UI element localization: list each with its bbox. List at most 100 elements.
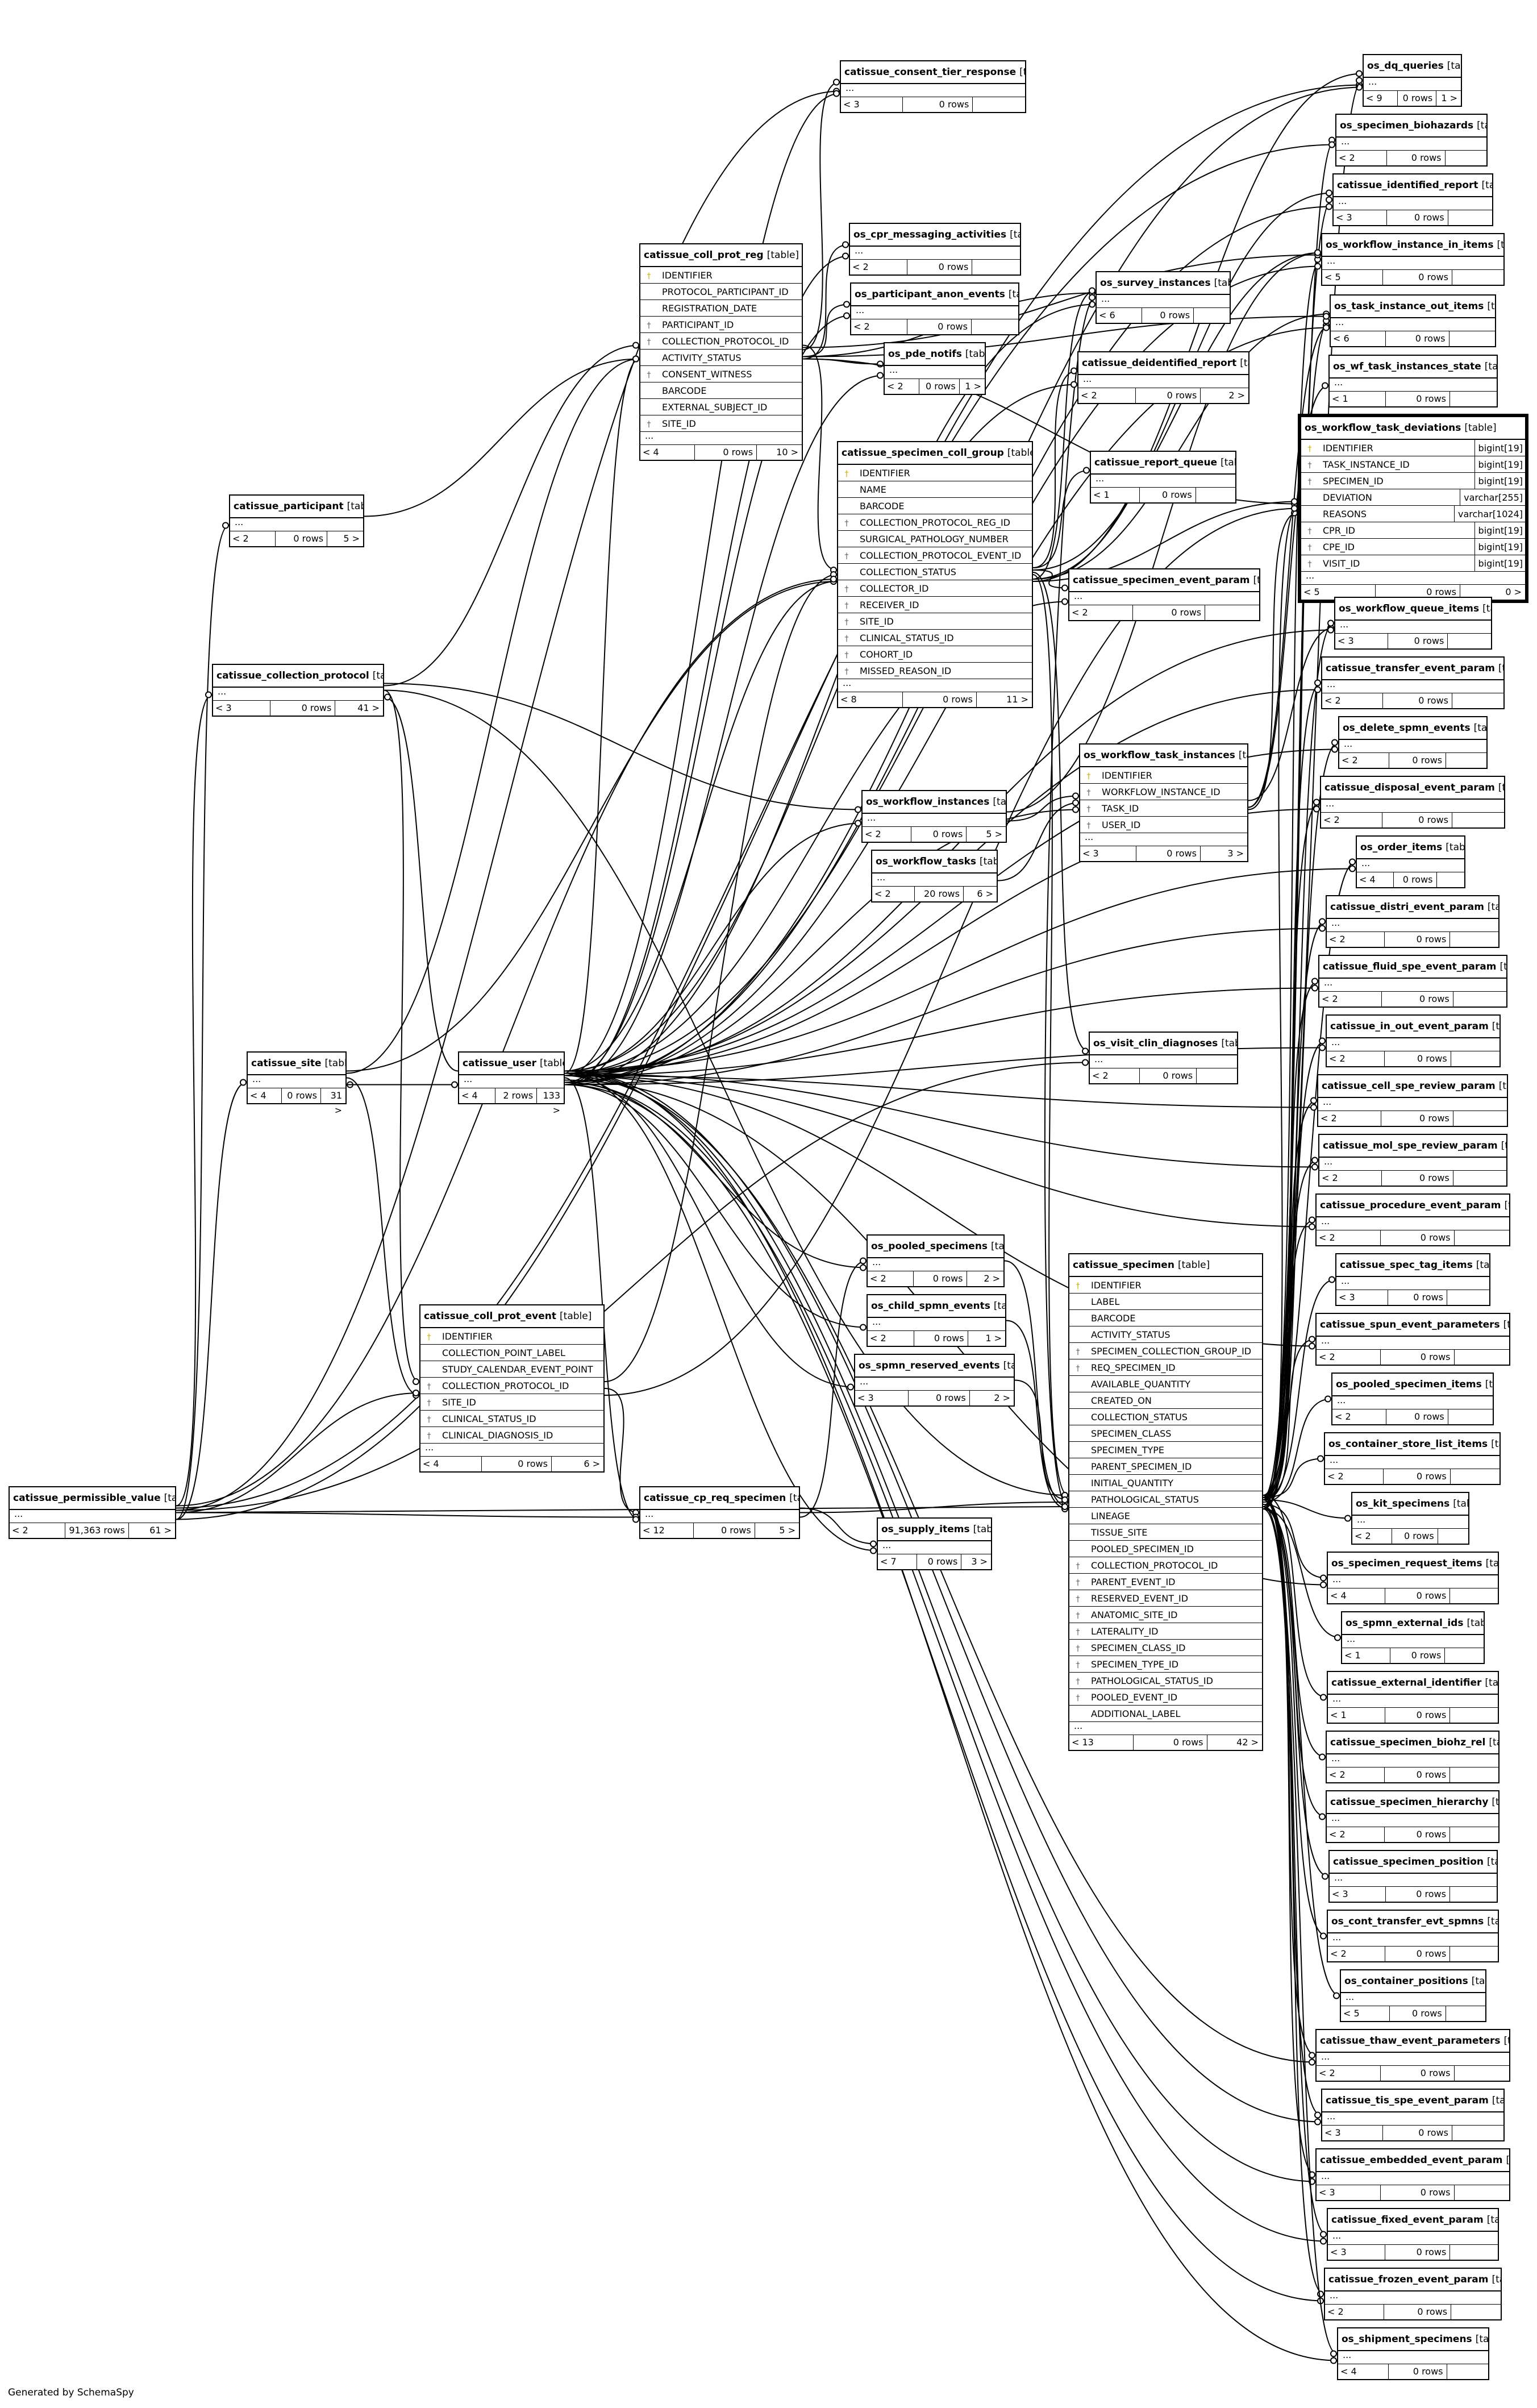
column-row[interactable]: †COLLECTOR_ID	[838, 580, 1032, 597]
table-os-workflow-instances[interactable]: os_workflow_instances[table]...< 20 rows…	[861, 790, 1007, 843]
table-name[interactable]: catissue_specimen_coll_group	[842, 447, 1004, 459]
table-name[interactable]: os_child_spmn_events	[871, 1300, 990, 1312]
children-count[interactable]: 1 >	[965, 381, 981, 392]
table-header[interactable]: catissue_specimen_biohz_rel[table]	[1327, 1732, 1498, 1754]
parents-count[interactable]: < 3	[1336, 1290, 1389, 1305]
table-header[interactable]: catissue_participant[table]	[230, 496, 363, 518]
table-name[interactable]: catissue_site	[251, 1058, 322, 1069]
children-count[interactable]	[1450, 1708, 1498, 1723]
table-name[interactable]: catissue_coll_prot_event	[424, 1311, 557, 1322]
column-row[interactable]: †POOLED_EVENT_ID	[1069, 1689, 1262, 1706]
table-header[interactable]: os_supply_items[table]	[878, 1519, 991, 1541]
table-name[interactable]: os_wf_task_instances_state	[1333, 361, 1481, 372]
table-name[interactable]: catissue_thaw_event_parameters	[1320, 2035, 1501, 2047]
table-catissue-mol-spe-review-param[interactable]: catissue_mol_spe_review_param[table]...<…	[1318, 1134, 1507, 1187]
column-row[interactable]: †COLLECTION_PROTOCOL_ID	[420, 1378, 603, 1394]
column-row[interactable]: †REQ_SPECIMEN_ID	[1069, 1359, 1262, 1376]
table-name[interactable]: os_specimen_request_items	[1331, 1558, 1482, 1569]
parents-count[interactable]: < 3	[1334, 210, 1388, 225]
table-header[interactable]: os_spmn_external_ids[table]	[1342, 1612, 1484, 1635]
column-row[interactable]: †COLLECTION_PROTOCOL_REG_ID	[838, 514, 1032, 531]
table-header[interactable]: catissue_in_out_event_param[table]	[1327, 1016, 1499, 1038]
table-os-survey-instances[interactable]: os_survey_instances[table]...< 60 rows	[1096, 271, 1231, 324]
children-count[interactable]	[972, 260, 1020, 275]
parents-count[interactable]: < 3	[841, 97, 903, 112]
column-row[interactable]: †IDENTIFIER	[1080, 767, 1247, 784]
column-row[interactable]: AVAILABLE_QUANTITY	[1069, 1376, 1262, 1392]
table-header[interactable]: catissue_specimen_hierarchy[table]	[1327, 1791, 1498, 1814]
table-name[interactable]: catissue_embedded_event_param	[1320, 2155, 1503, 2166]
table-os-kit-specimens[interactable]: os_kit_specimens[table]...< 20 rows	[1351, 1492, 1469, 1545]
table-header[interactable]: catissue_fluid_spe_event_param[table]	[1319, 956, 1506, 979]
column-row[interactable]: BARCODE	[640, 382, 802, 399]
table-os-workflow-task-deviations[interactable]: os_workflow_task_deviations[table]†IDENT…	[1298, 414, 1528, 603]
table-name[interactable]: catissue_mol_spe_review_param	[1323, 1140, 1498, 1151]
column-row[interactable]: †RESERVED_EVENT_ID	[1069, 1590, 1262, 1607]
table-os-cont-transfer-evt-spmns[interactable]: os_cont_transfer_evt_spmns[table]...< 20…	[1327, 1910, 1499, 1962]
children-count[interactable]: 2 >	[994, 1392, 1010, 1403]
table-header[interactable]: os_workflow_task_deviations[table]	[1301, 417, 1525, 440]
table-header[interactable]: catissue_deidentified_report[table]	[1078, 352, 1248, 375]
table-header[interactable]: catissue_mol_spe_review_param[table]	[1319, 1135, 1506, 1158]
table-catissue-specimen-event-param[interactable]: catissue_specimen_event_param[table]...<…	[1068, 568, 1260, 621]
table-name[interactable]: catissue_transfer_event_param	[1326, 663, 1495, 674]
table-name[interactable]: os_supply_items	[881, 1524, 970, 1535]
table-catissue-participant[interactable]: catissue_participant[table]...< 20 rows5…	[229, 494, 364, 547]
column-row[interactable]: †CLINICAL_STATUS_ID	[420, 1411, 603, 1427]
table-catissue-frozen-event-param[interactable]: catissue_frozen_event_param[table]...< 2…	[1324, 2268, 1502, 2320]
children-count[interactable]	[1448, 634, 1491, 648]
table-name[interactable]: os_cont_transfer_evt_spmns	[1331, 1916, 1484, 1927]
children-count[interactable]: 133 >	[543, 1090, 560, 1116]
children-count[interactable]	[1450, 932, 1498, 947]
table-header[interactable]: catissue_procedure_event_param[table]	[1317, 1195, 1509, 1217]
parents-count[interactable]: < 7	[878, 1554, 917, 1569]
table-catissue-embedded-event-param[interactable]: catissue_embedded_event_param[table]...<…	[1315, 2148, 1510, 2201]
table-header[interactable]: catissue_specimen_position[table]	[1330, 1851, 1497, 1874]
table-catissue-report-queue[interactable]: catissue_report_queue[table]...< 10 rows	[1090, 451, 1236, 504]
table-name[interactable]: catissue_cp_req_specimen	[644, 1492, 786, 1504]
table-header[interactable]: os_pooled_specimens[table]	[868, 1236, 1003, 1258]
table-name[interactable]: catissue_spec_tag_items	[1340, 1259, 1473, 1271]
table-name[interactable]: os_shipment_specimens	[1342, 2334, 1472, 2345]
table-header[interactable]: os_delete_spmn_events[table]	[1339, 717, 1486, 740]
table-catissue-distri-event-param[interactable]: catissue_distri_event_param[table]...< 2…	[1326, 895, 1499, 948]
children-count[interactable]: 3 >	[971, 1556, 988, 1567]
table-header[interactable]: os_cpr_messaging_activities[table]	[850, 224, 1020, 247]
table-name[interactable]: os_spmn_reserved_events	[859, 1360, 1000, 1371]
column-row[interactable]: PATHOLOGICAL_STATUS	[1069, 1491, 1262, 1508]
table-name[interactable]: os_specimen_biohazards	[1340, 120, 1474, 131]
table-header[interactable]: os_specimen_biohazards[table]	[1336, 115, 1486, 138]
table-os-spmn-external-ids[interactable]: os_spmn_external_ids[table]...< 10 rows	[1341, 1611, 1485, 1664]
column-row[interactable]: †SITE_ID	[420, 1394, 603, 1411]
table-name[interactable]: os_workflow_instance_in_items	[1326, 239, 1494, 251]
parents-count[interactable]: < 3	[855, 1391, 909, 1405]
column-row[interactable]: †LATERALITY_ID	[1069, 1623, 1262, 1640]
parents-count[interactable]: < 4	[640, 445, 695, 460]
parents-count[interactable]: < 1	[1328, 1708, 1385, 1723]
table-name[interactable]: catissue_user	[463, 1058, 537, 1069]
parents-count[interactable]: < 2	[1317, 2066, 1381, 2081]
table-name[interactable]: os_dq_queries	[1367, 60, 1444, 72]
table-header[interactable]: catissue_specimen_coll_group[table]	[838, 442, 1032, 465]
parents-count[interactable]: < 2	[872, 887, 915, 901]
children-count[interactable]	[1449, 331, 1496, 346]
table-header[interactable]: catissue_spun_event_parameters[table]	[1317, 1314, 1509, 1337]
children-count[interactable]	[1451, 1051, 1499, 1066]
column-row[interactable]: †IDENTIFIER	[640, 267, 802, 284]
children-count[interactable]	[1194, 308, 1230, 323]
table-header[interactable]: catissue_transfer_event_param[table]	[1322, 658, 1503, 680]
table-header[interactable]: catissue_embedded_event_param[table]	[1317, 2149, 1509, 2172]
table-header[interactable]: os_dq_queries[table]	[1364, 55, 1461, 78]
table-header[interactable]: os_cont_transfer_evt_spmns[table]	[1328, 1911, 1498, 1933]
column-row[interactable]: †SITE_ID	[838, 613, 1032, 630]
parents-count[interactable]: < 2	[1078, 388, 1136, 403]
column-row[interactable]: †USER_ID	[1080, 817, 1247, 833]
table-header[interactable]: catissue_collection_protocol[table]	[213, 665, 383, 688]
parents-count[interactable]: < 2	[1325, 1469, 1384, 1484]
table-header[interactable]: catissue_thaw_event_parameters[table]	[1317, 2030, 1509, 2053]
table-name[interactable]: os_pde_notifs	[888, 348, 962, 360]
